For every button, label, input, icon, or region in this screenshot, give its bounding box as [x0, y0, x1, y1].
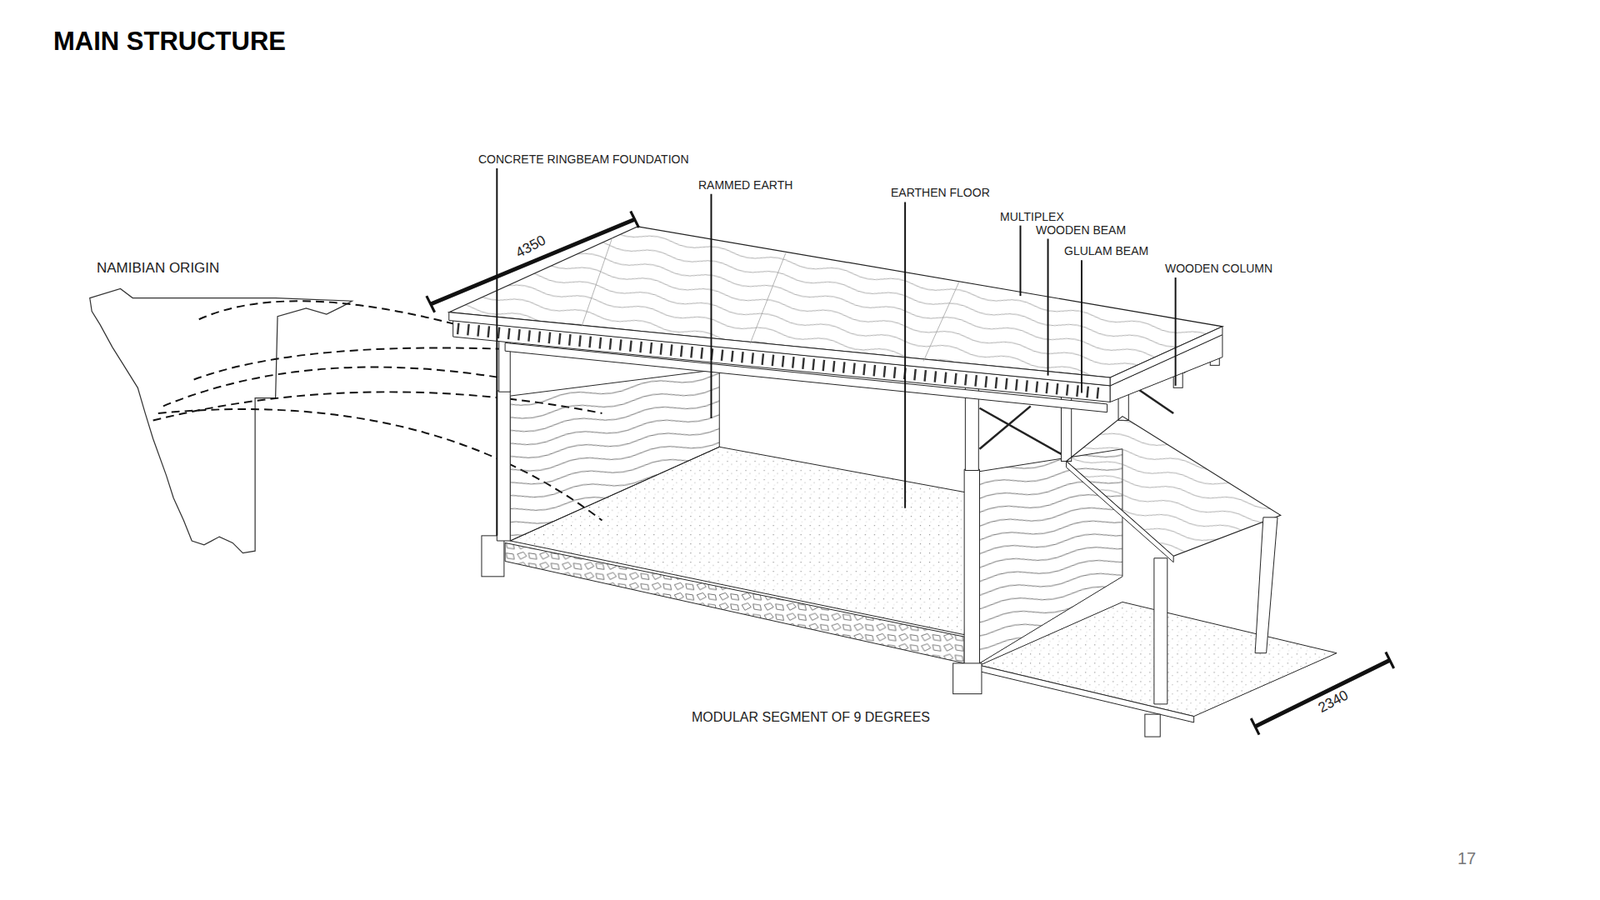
part-label: CONCRETE RINGBEAM FOUNDATION — [478, 152, 690, 166]
part-label: EARTHEN FLOOR — [890, 185, 990, 200]
part-label: WOODEN BEAM — [1035, 223, 1126, 237]
part-label: GLULAM BEAM — [1064, 244, 1149, 258]
dimension-label: 2340 — [1315, 686, 1352, 716]
part-label: RAMMED EARTH — [698, 178, 793, 192]
page-title: MAIN STRUCTURE — [53, 26, 286, 57]
part-label: WOODEN COLUMN — [1165, 261, 1273, 275]
page-number: 17 — [1457, 849, 1476, 869]
region-label: NAMIBIAN ORIGIN — [96, 260, 220, 277]
part-label: MULTIPLEX — [1000, 210, 1065, 224]
drawing-caption: MODULAR SEGMENT OF 9 DEGREES — [691, 710, 930, 725]
